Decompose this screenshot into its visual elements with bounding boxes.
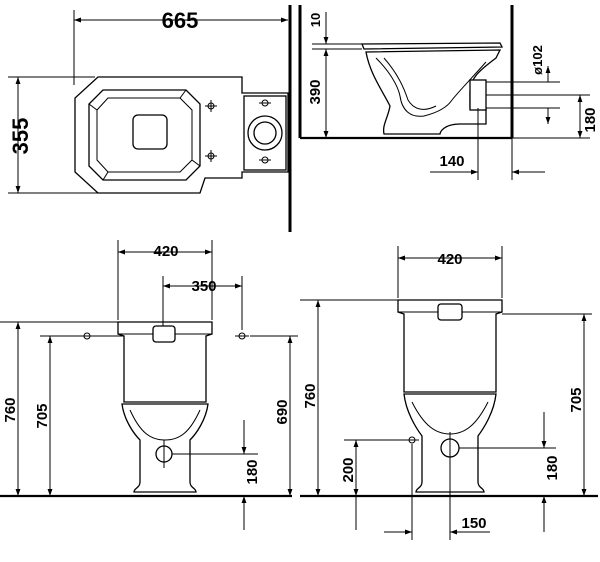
cistern-front-2 bbox=[397, 299, 503, 393]
side-section: 10 390 ø102 180 140 bbox=[298, 5, 599, 180]
dim-text-705-front: 705 bbox=[34, 403, 51, 428]
flush-button bbox=[152, 325, 176, 343]
dim-text-200: 200 bbox=[340, 457, 357, 482]
outlet-pipe bbox=[469, 79, 487, 111]
fixing-holes bbox=[205, 99, 271, 164]
dim-text-180-front: 180 bbox=[244, 459, 261, 484]
hinge-block bbox=[132, 114, 168, 150]
dim-text-350: 350 bbox=[191, 278, 216, 295]
dim-text-180-front-2: 180 bbox=[544, 455, 561, 480]
dim-text-390: 390 bbox=[307, 79, 324, 104]
seat-side bbox=[361, 42, 504, 50]
dim-text-150: 150 bbox=[461, 515, 486, 532]
bowl-side bbox=[365, 49, 502, 135]
flush-button-2 bbox=[437, 303, 463, 321]
dim-text-705-front-2: 705 bbox=[568, 387, 585, 412]
dim-text-690: 690 bbox=[274, 399, 291, 424]
dim-text-diameter: ø102 bbox=[530, 45, 545, 75]
cistern-front bbox=[117, 321, 213, 403]
dim-text-180-side: 180 bbox=[582, 107, 599, 132]
dim-text-355: 355 bbox=[8, 118, 33, 155]
plan-view: 665 355 bbox=[8, 5, 292, 232]
dim-text-760-front-2: 760 bbox=[302, 383, 319, 408]
dim-text-420-front-2: 420 bbox=[437, 251, 462, 268]
front-view-2: 420 760 705 200 180 150 bbox=[300, 246, 598, 540]
dim-text-665: 665 bbox=[162, 8, 199, 33]
dim-text-760-front: 760 bbox=[2, 397, 19, 422]
dim-text-10: 10 bbox=[308, 13, 323, 27]
dim-text-420-front: 420 bbox=[153, 243, 178, 260]
seat-inner bbox=[96, 97, 193, 173]
dim-text-140: 140 bbox=[439, 153, 464, 170]
front-view: 420 350 760 705 690 180 bbox=[0, 240, 298, 530]
